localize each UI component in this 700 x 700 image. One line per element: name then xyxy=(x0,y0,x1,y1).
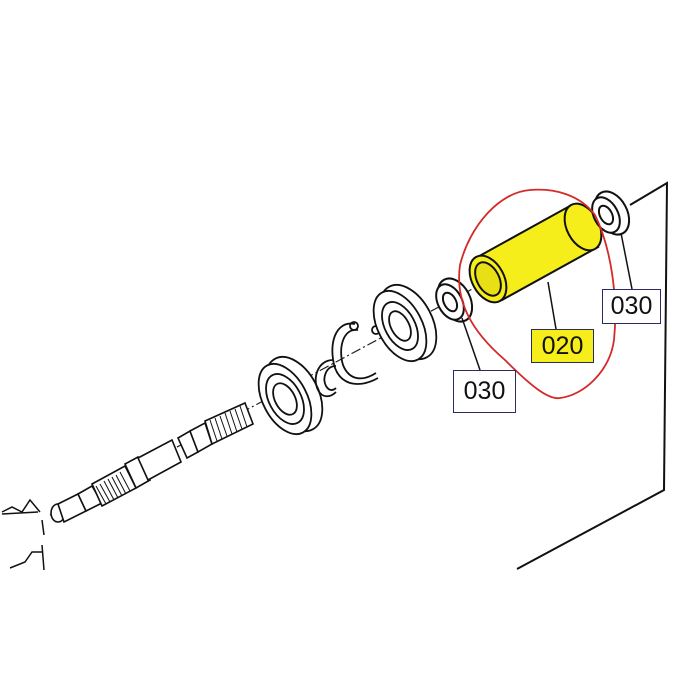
housing-outline xyxy=(516,181,669,570)
small-snap-ring xyxy=(314,359,337,398)
partial-part-fragment xyxy=(1,498,45,571)
seal-030-left xyxy=(435,277,474,323)
collar-020 xyxy=(468,202,603,304)
splined-shaft xyxy=(50,401,255,524)
large-snap-ring xyxy=(331,321,381,385)
part-label-020: 020 xyxy=(531,329,594,363)
ball-bearing-1 xyxy=(257,356,324,436)
ball-bearing-2 xyxy=(372,284,438,363)
red-annotation-loop xyxy=(458,188,617,399)
part-label-030-right: 030 xyxy=(602,289,661,324)
leader-lines xyxy=(461,232,633,371)
part-label-030-left: 030 xyxy=(453,370,516,413)
